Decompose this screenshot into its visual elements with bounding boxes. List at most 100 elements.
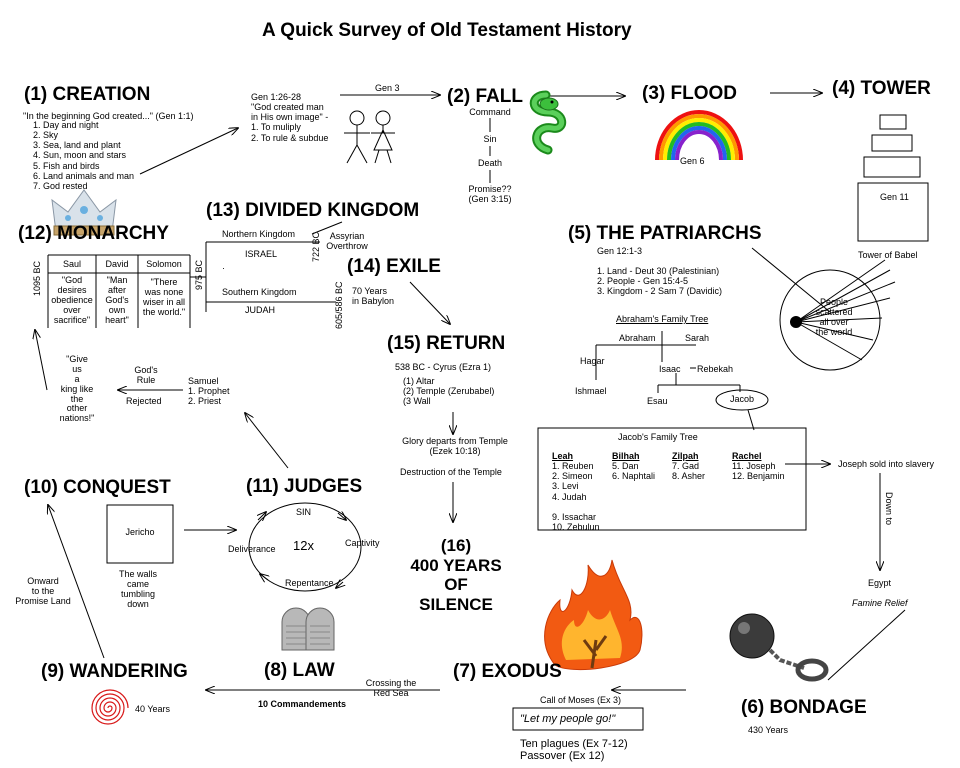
sarah: Sarah bbox=[685, 333, 710, 343]
conquest-heading: (10) CONQUEST bbox=[24, 477, 171, 498]
exile-text: in Babylon bbox=[352, 296, 395, 307]
judges-heading: (11) JUDGES bbox=[246, 476, 363, 497]
walls-text: tumbling bbox=[120, 588, 156, 599]
samuel-label: Samuel 1. Prophet 2. Priest bbox=[188, 376, 230, 406]
exodus-call: Call of Moses (Ex 3) bbox=[540, 695, 622, 705]
silence-text: SILENCE bbox=[419, 594, 493, 614]
exodus-quote: "Let my people go!" bbox=[520, 713, 616, 725]
list-item: 1. Land - Deut 30 (Palestinian) bbox=[597, 266, 720, 276]
fall-death: Death bbox=[477, 158, 503, 168]
rebekah: Rebekah bbox=[697, 364, 734, 374]
walls-text: The walls bbox=[118, 569, 157, 579]
son: 1. Reuben bbox=[552, 461, 594, 472]
quote-line: the bbox=[70, 393, 84, 404]
spacer bbox=[552, 502, 600, 512]
list-item: (1) Altar bbox=[403, 376, 435, 386]
quote-line: king like bbox=[60, 383, 94, 394]
quote-line: a bbox=[74, 373, 80, 384]
crossing-text: Red Sea bbox=[373, 687, 409, 698]
monarchy-year-left: 1095 BC bbox=[32, 260, 42, 296]
famine-label: Famine Relief bbox=[852, 598, 908, 608]
list-item: 7. God rested bbox=[33, 180, 88, 191]
silence-text: OF bbox=[444, 575, 468, 595]
serpent-icon bbox=[529, 90, 567, 155]
gen-ref: Gen 1:26-28 bbox=[251, 92, 302, 102]
exile-text: 70 Years bbox=[352, 286, 388, 296]
fall-promise: Promise?? (Gen 3:15) bbox=[455, 184, 525, 205]
give-us-quote: "Give us a king like the other nations!" bbox=[52, 354, 102, 424]
crossing-text: Crossing the bbox=[365, 678, 417, 688]
fall-command: Command bbox=[469, 107, 511, 117]
son: 9. Issachar bbox=[552, 511, 597, 522]
note-line: the world." bbox=[142, 306, 186, 317]
divided-heading: (13) DIVIDED KINGDOM bbox=[206, 200, 420, 221]
rule-text: God's bbox=[134, 365, 158, 375]
note-line: was none bbox=[144, 286, 184, 297]
exile-years: 70 Years in Babylon bbox=[352, 286, 394, 306]
ball-and-chain-icon bbox=[729, 613, 829, 682]
judges-sin: SIN bbox=[296, 507, 312, 517]
wandering-years: 40 Years bbox=[135, 704, 171, 714]
scatter-dot bbox=[790, 316, 802, 328]
wife-zilpah: Zilpah 7. Gad 8. Asher bbox=[672, 451, 705, 481]
flood-ref: Gen 6 bbox=[680, 156, 705, 166]
law-caption: 10 Commandements bbox=[258, 699, 347, 709]
son: 12. Benjamin bbox=[732, 471, 785, 482]
monarchy-year-right: 975 BC bbox=[194, 259, 204, 290]
glory-label: Glory departs from Temple (Ezek 10:18) bbox=[390, 436, 520, 457]
wandering-heading: (9) WANDERING bbox=[41, 661, 188, 682]
hagar: Hagar bbox=[580, 356, 605, 366]
note-line: "Man bbox=[106, 275, 128, 285]
tower-ref: Gen 11 bbox=[880, 192, 909, 202]
son: 4. Judah bbox=[552, 491, 587, 502]
promise-text: Promise?? bbox=[468, 184, 512, 194]
scatter-text: People bbox=[819, 297, 849, 307]
quote-line: nations!" bbox=[59, 413, 95, 424]
abraham: Abraham bbox=[619, 333, 656, 343]
son: 2. Simeon bbox=[552, 471, 593, 482]
walls-text: down bbox=[127, 598, 149, 609]
judges-captivity: Captivity bbox=[345, 538, 380, 548]
return-heading: (15) RETURN bbox=[387, 333, 506, 354]
exodus-passover: Passover (Ex 12) bbox=[520, 750, 605, 762]
silence-text: 400 YEARS bbox=[410, 555, 502, 575]
promise-ref: (Gen 3:15) bbox=[468, 193, 512, 204]
scatter-text: all over bbox=[819, 316, 849, 327]
wife-name: Rachel bbox=[732, 451, 762, 461]
fall-sin: Sin bbox=[483, 134, 497, 144]
wife-leah: Leah 1. Reuben 2. Simeon 3. Levi 4. Juda… bbox=[552, 451, 600, 532]
patriarchs-promises: 1. Land - Deut 30 (Palestinian) 2. Peopl… bbox=[597, 266, 722, 296]
son: 8. Asher bbox=[672, 471, 706, 482]
solomon-note: "There was none wiser in all the world." bbox=[138, 277, 190, 318]
david-note: "Man after God's own heart" bbox=[96, 275, 138, 325]
son: 10. Zebulun bbox=[552, 521, 600, 532]
list-item: 6. Land animals and man bbox=[33, 170, 135, 181]
mandate-item: 2. To rule & subdue bbox=[251, 132, 329, 143]
king-saul: Saul bbox=[62, 259, 81, 269]
glory-text: Glory departs from Temple bbox=[402, 436, 508, 446]
return-cyrus: 538 BC - Cyrus (Ezra 1) bbox=[395, 362, 492, 372]
burning-bush-icon bbox=[544, 559, 643, 671]
walls-text: came bbox=[126, 578, 149, 589]
wandering-spiral bbox=[91, 689, 129, 725]
list-item: 1. Day and night bbox=[33, 120, 99, 130]
list-item: 5. Fish and birds bbox=[33, 160, 100, 171]
list-item: (3 Wall bbox=[403, 396, 431, 407]
note-line: over bbox=[63, 304, 81, 315]
quote-line: other bbox=[66, 403, 88, 414]
judges-repentance: Repentance bbox=[285, 578, 334, 588]
scatter-text: the world bbox=[815, 326, 853, 337]
rule-text: Rule bbox=[136, 374, 156, 385]
judah-label: JUDAH bbox=[245, 305, 276, 315]
tower-caption: Tower of Babel bbox=[858, 250, 918, 260]
divided-dot: · bbox=[222, 263, 225, 273]
note-line: desires bbox=[57, 284, 87, 295]
gods-rule-label: God's Rule bbox=[124, 365, 168, 386]
creation-man-ref: Gen 1:26-28 "God created man in His own … bbox=[251, 92, 328, 143]
jericho-label: Jericho bbox=[125, 527, 155, 537]
creation-quote: "In the beginning God created..." (Gen 1… bbox=[23, 111, 194, 121]
return-items: (1) Altar (2) Temple (Zerubabel) (3 Wall bbox=[403, 376, 494, 406]
list-item: 3. Kingdom - 2 Sam 7 (Davidic) bbox=[597, 286, 723, 297]
arrow-creation-to-man bbox=[139, 128, 238, 175]
